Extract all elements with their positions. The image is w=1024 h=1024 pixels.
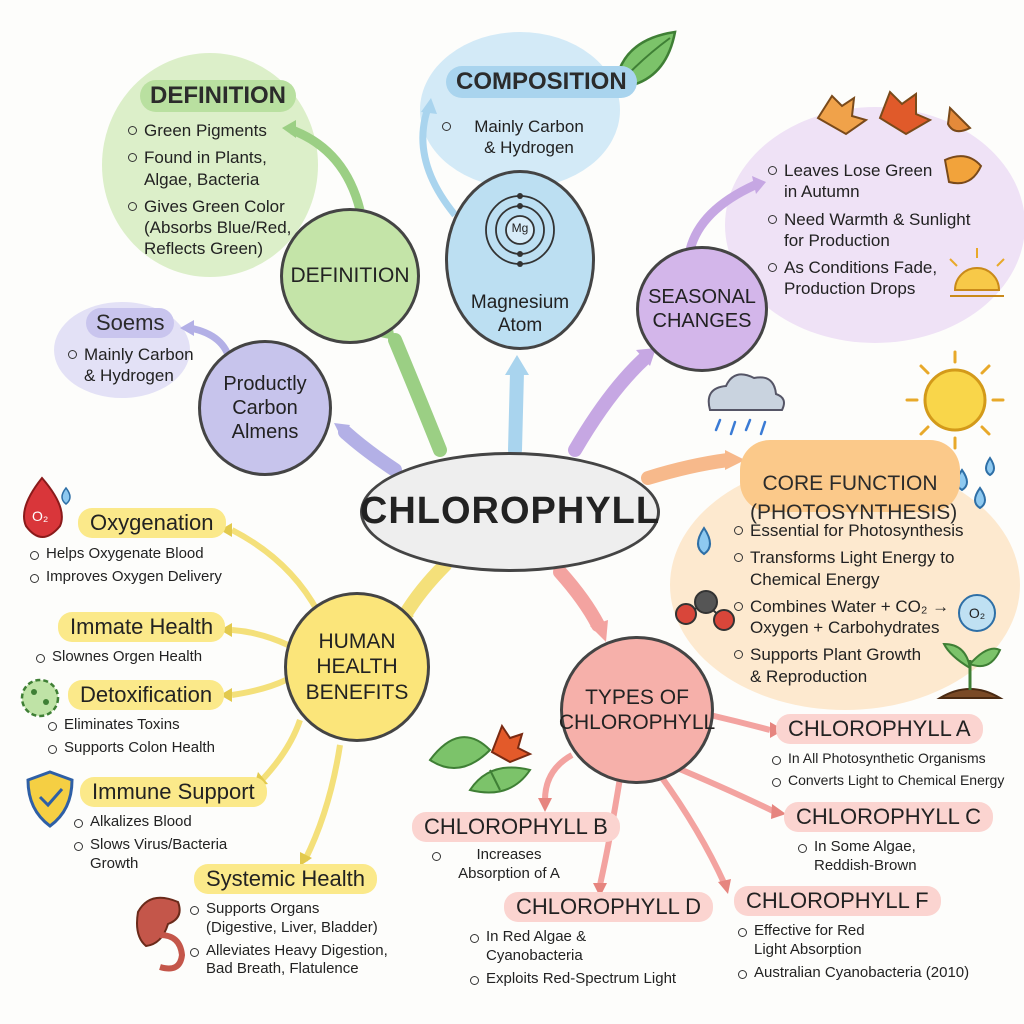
health-list-systemic: Supports Organs (Digestive, Liver, Bladd… (188, 900, 428, 983)
arrow-seasonal-to-list (685, 180, 757, 252)
core-function-list: Essential for Photosynthesis Transforms … (732, 520, 1002, 693)
health-title-oxygenation: Oxygenation (78, 508, 226, 538)
center-node-chlorophyll: CHLOROPHYLL (360, 452, 660, 572)
organs-icon (136, 896, 186, 972)
health-title-detoxification: Detoxification (68, 680, 225, 710)
definition-node: DEFINITION (280, 208, 420, 344)
health-item: Alkalizes Blood (72, 813, 272, 832)
autumn-leaves-icon (816, 90, 983, 185)
type-a-item: In All Photosynthetic Organisms (770, 750, 1020, 768)
health-list-oxygenation: Helps Oxygenate Blood Improves Oxygen De… (28, 545, 288, 591)
sprout-icon (936, 642, 1004, 699)
shield-check-icon (26, 770, 74, 828)
soems-item: Mainly Carbon & Hydrogen (66, 344, 216, 387)
blood-drop-icon (23, 476, 71, 538)
o2-bubble: O₂ (958, 594, 996, 632)
type-d-item: In Red Algae & Cyanobacteria (468, 928, 718, 966)
seasonal-item: Leaves Lose Green in Autumn (766, 160, 1006, 203)
type-f-item: Australian Cyanobacteria (2010) (736, 964, 1016, 983)
core-function-item: Essential for Photosynthesis (732, 520, 1002, 541)
type-f-list: Effective for Red Light Absorption Austr… (736, 922, 1016, 986)
arrow-to-productly (338, 425, 402, 477)
arrow-to-health (398, 558, 452, 622)
composition-node-magnesium: Magnesium Atom (445, 170, 595, 350)
health-item: Supports Organs (Digestive, Liver, Bladd… (188, 900, 428, 938)
water-drops-icon (697, 456, 995, 556)
arrow-to-types (553, 565, 605, 632)
atom-icon (485, 193, 555, 267)
seasonal-list: Leaves Lose Green in Autumn Need Warmth … (766, 160, 1006, 306)
core-function-title: CORE FUNCTION (PHOTOSYNTHESIS) (740, 440, 960, 524)
definition-list: Green Pigments Found in Plants, Algae, B… (126, 120, 316, 266)
o2-label-health: O₂ (32, 508, 49, 524)
core-cloud (670, 460, 1020, 710)
type-b-title: CHLOROPHYLL B (412, 812, 620, 842)
type-f-title: CHLOROPHYLL F (734, 886, 941, 916)
type-c-item: In Some Algae, Reddish-Brown (796, 838, 996, 876)
health-item: Improves Oxygen Delivery (28, 568, 288, 587)
definition-item: Green Pigments (126, 120, 316, 141)
core-function-item: Supports Plant Growth & Reproduction (732, 644, 1002, 687)
composition-item: Mainly Carbon & Hydrogen (440, 116, 600, 159)
core-function-item: Transforms Light Energy to Chemical Ener… (732, 547, 1002, 590)
type-c-title: CHLOROPHYLL C (784, 802, 994, 832)
sun-icon (905, 350, 1005, 450)
health-list-immune: Alkalizes Blood Slows Virus/Bacteria Gro… (72, 813, 272, 877)
definition-item: Found in Plants, Algae, Bacteria (126, 147, 316, 190)
health-title-systemic: Systemic Health (194, 864, 377, 894)
health-node: HUMAN HEALTH BENEFITS (284, 592, 430, 742)
arrow-to-composition (508, 365, 524, 457)
type-c-list: In Some Algae, Reddish-Brown (796, 838, 996, 880)
type-a-item: Converts Light to Chemical Energy (770, 772, 1020, 790)
rain-cloud-icon (707, 373, 785, 436)
health-item: Alleviates Heavy Digestion, Bad Breath, … (188, 942, 428, 980)
arrow-to-definition (388, 333, 447, 457)
health-item: Slownes Orgen Health (34, 648, 264, 667)
type-a-list: In All Photosynthetic Organisms Converts… (770, 750, 1020, 793)
composition-title: COMPOSITION (446, 66, 637, 98)
type-d-item: Exploits Red-Spectrum Light (468, 970, 718, 989)
type-d-list: In Red Algae & Cyanobacteria Exploits Re… (468, 928, 718, 992)
type-d-title: CHLOROPHYLL D (504, 892, 714, 922)
atom-label: Mg (511, 221, 529, 235)
health-item: Helps Oxygenate Blood (28, 545, 288, 564)
detox-cell-icon (20, 678, 60, 718)
type-f-item: Effective for Red Light Absorption (736, 922, 1016, 960)
health-branches (230, 527, 343, 862)
productly-node: Productly Carbon Almens (198, 340, 332, 476)
type-b-list: Increases Absorption of A (430, 846, 570, 888)
sunset-icon (949, 248, 1005, 297)
health-item: Slows Virus/Bacteria Growth (72, 836, 272, 874)
arrow-to-core (641, 453, 735, 485)
composition-cloud (420, 32, 620, 188)
arrow-composition-to-title (419, 106, 458, 218)
core-function-item: Combines Water + CO₂ → Oxygen + Carbohyd… (732, 596, 1002, 639)
soems-list: Mainly Carbon & Hydrogen (66, 344, 216, 393)
health-title-immune: Immune Support (80, 777, 267, 807)
health-list-detoxification: Eliminates Toxins Supports Colon Health (46, 716, 276, 762)
types-node: TYPES OF CHLOROPHYLL (559, 636, 715, 784)
health-item: Eliminates Toxins (46, 716, 276, 735)
arrow-definition-to-list (290, 125, 365, 212)
leaves-icon (428, 723, 533, 794)
definition-title: DEFINITION (140, 80, 296, 112)
composition-list: Mainly Carbon & Hydrogen (440, 116, 600, 165)
health-list-immate: Slownes Orgen Health (34, 648, 264, 671)
type-a-title: CHLOROPHYLL A (776, 714, 983, 744)
co2-molecule-icon (675, 590, 735, 631)
arrow-to-seasonal (568, 351, 652, 457)
type-b-item: Increases Absorption of A (430, 846, 570, 884)
seasonal-node: SEASONAL CHANGES (636, 246, 768, 372)
health-item: Supports Colon Health (46, 739, 276, 758)
seasonal-item: As Conditions Fade, Production Drops (766, 257, 1006, 300)
soems-title: Soems (86, 308, 175, 338)
definition-item: Gives Green Color (Absorbs Blue/Red, Ref… (126, 196, 316, 260)
seasonal-item: Need Warmth & Sunlight for Production (766, 209, 1006, 252)
health-title-immate: Immate Health (58, 612, 226, 642)
